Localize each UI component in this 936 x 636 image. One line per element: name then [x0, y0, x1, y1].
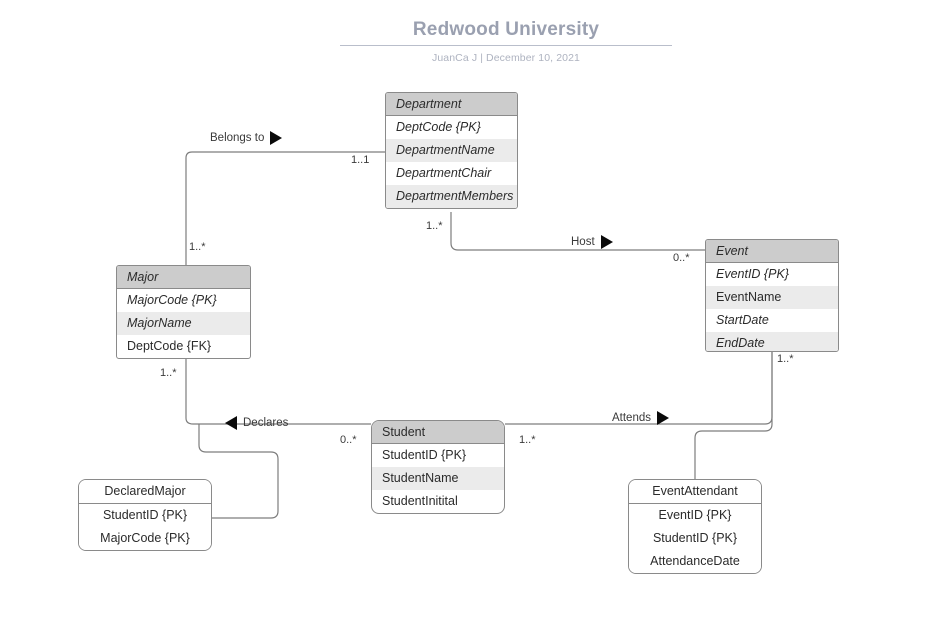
connector-major-declaredmajor — [198, 424, 279, 519]
cardinality-department-host: 1..* — [426, 220, 443, 232]
attribute-row: EventID {PK} — [716, 267, 789, 281]
relationship-belongs-to: Belongs to — [210, 131, 283, 145]
entity-student-title: Student — [372, 421, 504, 444]
attribute-row: MajorCode {PK} — [127, 293, 217, 307]
title-block: Redwood University JuanCa J | December 1… — [340, 18, 672, 64]
attribute-row: DeptCode {PK} — [396, 120, 481, 134]
cardinality-event-attends: 1..* — [777, 353, 794, 365]
attribute-row: StartDate — [716, 313, 769, 327]
connector-department-major — [185, 151, 385, 265]
attribute-row: MajorName — [117, 312, 250, 335]
entity-department[interactable]: Department DeptCode {PK} DepartmentName … — [385, 92, 518, 209]
relationship-label: Attends — [612, 412, 651, 424]
attribute-row: DepartmentName — [386, 139, 517, 162]
attribute-row: StudentInitital — [382, 494, 458, 508]
attribute-row: StudentID {PK} — [629, 527, 761, 550]
relationship-label: Declares — [243, 417, 289, 429]
cardinality-student-declares: 0..* — [340, 434, 357, 446]
relationship-declares: Declares — [225, 416, 288, 430]
page-title: Redwood University — [340, 18, 672, 46]
triangle-right-icon — [270, 131, 283, 145]
entity-event-title: Event — [706, 240, 838, 263]
cardinality-event-host: 0..* — [673, 252, 690, 264]
entity-eventattendant-title: EventAttendant — [629, 480, 761, 504]
attribute-row: StudentID {PK} — [382, 448, 467, 462]
page-subtitle: JuanCa J | December 10, 2021 — [432, 52, 580, 64]
relationship-host: Host — [571, 235, 613, 249]
attribute-row: DepartmentMembers — [386, 185, 517, 208]
attribute-row: DeptCode {FK} — [127, 339, 212, 353]
entity-department-title: Department — [386, 93, 517, 116]
attribute-row: EventName — [706, 286, 838, 309]
relationship-label: Host — [571, 236, 595, 248]
entity-student[interactable]: Student StudentID {PK} StudentName Stude… — [371, 420, 505, 514]
connector-event-eventattendant — [694, 352, 773, 479]
connector-department-event — [450, 212, 705, 251]
triangle-left-icon — [225, 416, 237, 430]
entity-eventattendant[interactable]: EventAttendant EventID {PK} StudentID {P… — [628, 479, 762, 574]
entity-major-title: Major — [117, 266, 250, 289]
entity-declaredmajor-title: DeclaredMajor — [79, 480, 211, 504]
cardinality-student-attends: 1..* — [519, 434, 536, 446]
attribute-row: EndDate — [706, 332, 838, 351]
cardinality-department-belongs-to: 1..1 — [351, 154, 370, 166]
attribute-row: DepartmentChair — [396, 166, 492, 180]
cardinality-major-belongs-to: 1..* — [189, 241, 206, 253]
attribute-row: MajorCode {PK} — [79, 527, 211, 550]
triangle-right-icon — [600, 235, 613, 249]
attribute-row: StudentName — [372, 467, 504, 490]
entity-major[interactable]: Major MajorCode {PK} MajorName DeptCode … — [116, 265, 251, 359]
relationship-attends: Attends — [612, 411, 669, 425]
triangle-right-icon — [657, 411, 669, 425]
attribute-row: StudentID {PK} — [79, 504, 211, 527]
attribute-row: AttendanceDate — [629, 550, 761, 573]
entity-declaredmajor[interactable]: DeclaredMajor StudentID {PK} MajorCode {… — [78, 479, 212, 551]
connector-major-student — [185, 358, 371, 425]
relationship-label: Belongs to — [210, 132, 265, 144]
entity-event[interactable]: Event EventID {PK} EventName StartDate E… — [705, 239, 839, 352]
attribute-row: EventID {PK} — [629, 504, 761, 527]
cardinality-major-declares: 1..* — [160, 367, 177, 379]
